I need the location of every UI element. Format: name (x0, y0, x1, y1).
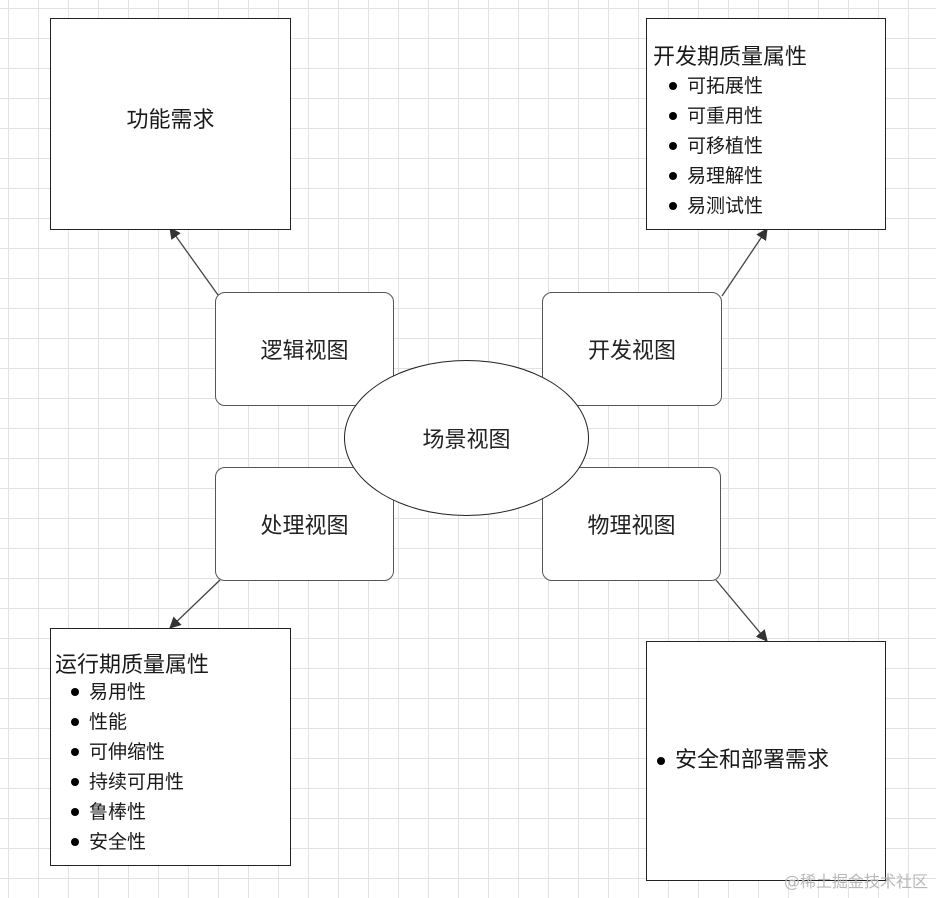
logical-view-label: 逻辑视图 (260, 339, 349, 364)
list-item: 安全性 (69, 827, 184, 857)
scenario-view-label: 场景视图 (422, 428, 511, 453)
logical-view-node: 逻辑视图 (215, 292, 394, 406)
watermark: @稀土掘金技术社区 (783, 872, 928, 891)
runtime-quality-attributes-box: 运行期质量属性 易用性 性能 可伸缩性 持续可用性 鲁棒性 安全性 (50, 628, 291, 866)
development-view-label: 开发视图 (587, 339, 676, 364)
runtime-quality-attributes-title: 运行期质量属性 (55, 653, 210, 678)
security-deployment-list: 安全和部署需求 (655, 746, 829, 776)
dev-quality-attributes-box: 开发期质量属性 可拓展性 可重用性 可移植性 易理解性 易测试性 (646, 18, 886, 230)
physical-view-label: 物理视图 (587, 514, 676, 539)
dev-quality-list: 可拓展性 可重用性 可移植性 易理解性 易测试性 (667, 71, 763, 221)
security-deployment-box: 安全和部署需求 (646, 641, 886, 881)
list-item: 鲁棒性 (69, 797, 184, 827)
scenario-view-node: 场景视图 (344, 360, 589, 516)
edge-process-to-runtime (169, 579, 221, 629)
process-view-node: 处理视图 (215, 467, 394, 581)
functional-requirements-box: 功能需求 (50, 18, 291, 230)
process-view-label: 处理视图 (260, 514, 349, 539)
list-item: 安全和部署需求 (655, 746, 829, 776)
dev-quality-attributes-title: 开发期质量属性 (653, 45, 808, 70)
list-item: 可移植性 (667, 131, 763, 161)
list-item: 可伸缩性 (69, 737, 184, 767)
physical-view-node: 物理视图 (542, 467, 721, 581)
list-item: 可拓展性 (667, 71, 763, 101)
list-item: 易用性 (69, 677, 184, 707)
runtime-quality-list: 易用性 性能 可伸缩性 持续可用性 鲁棒性 安全性 (69, 677, 184, 857)
list-item: 性能 (69, 707, 184, 737)
list-item: 易理解性 (667, 161, 763, 191)
edge-logical-to-functional (169, 227, 219, 296)
edge-dev-to-devquality (721, 228, 768, 297)
list-item: 可重用性 (667, 101, 763, 131)
functional-requirements-label: 功能需求 (126, 108, 215, 133)
edge-physical-to-security (715, 579, 768, 642)
development-view-node: 开发视图 (542, 292, 722, 406)
list-item: 持续可用性 (69, 767, 184, 797)
list-item: 易测试性 (667, 191, 763, 221)
